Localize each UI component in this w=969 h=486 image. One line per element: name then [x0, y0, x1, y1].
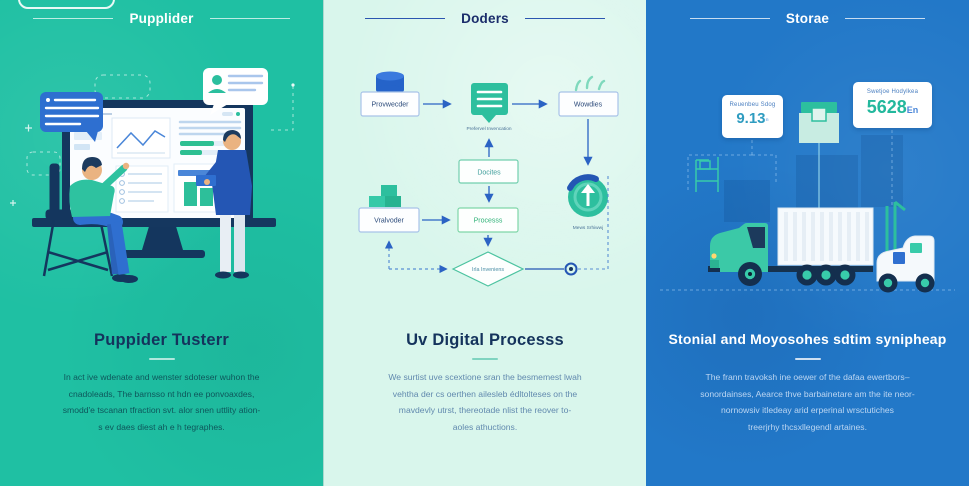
- refresh-up-icon: [567, 174, 608, 217]
- panel-middle-title: Doders: [461, 11, 509, 26]
- panel-left: Pupplider: [0, 0, 323, 486]
- flowchart: Provwecder Prefervel Invencation Wowdies: [358, 71, 619, 287]
- document-icon: [471, 83, 508, 123]
- connector-ring-icon: [564, 262, 578, 276]
- stat-value: 5628: [866, 97, 907, 117]
- flow-box-process-label: Processs: [474, 218, 503, 225]
- flow-box-wowdies: [558, 91, 619, 117]
- flow-box-vralvoder: [358, 207, 420, 233]
- database-icon: [376, 71, 404, 95]
- panel-left-title: Pupplider: [129, 11, 194, 26]
- document-caption: Prefervel Invencation: [466, 126, 511, 132]
- divider: [472, 358, 498, 360]
- plus-marks: [10, 83, 295, 206]
- panel-right-heading: Stonial and Moyosohes sdtim synipheap: [668, 331, 947, 347]
- flow-box-process: [457, 207, 519, 233]
- refresh-caption: Mews Srhiwwj: [573, 225, 603, 231]
- body-line: We surtist uve scextione sran the besmem…: [388, 372, 582, 382]
- sprout-icon: [574, 75, 606, 92]
- dashed-connector: [578, 176, 609, 270]
- stat-suffix: En: [906, 105, 919, 115]
- panel-left-body: In act ive wdenate and wenster sdoteser …: [26, 369, 297, 435]
- body-line: nornowsiv itledeay arid erperinal wrsctu…: [721, 405, 894, 415]
- flow-box-docites: [458, 159, 519, 184]
- body-line: cnadoleads, The barnsso nt hdn ee ponvoa…: [68, 388, 255, 399]
- panel-middle: Doders Provwecder: [323, 0, 646, 486]
- panel-middle-header: Doders: [324, 11, 646, 26]
- title-rule-right: [524, 18, 605, 19]
- stat-card-1-value: 9.13ⁿ: [722, 110, 783, 127]
- body-line: sonordainses, Aearce thve barbainetare a…: [700, 388, 915, 399]
- body-line: smodd'e tscanan tfraction svt. alor snen…: [62, 405, 261, 415]
- monitor-stand: [120, 223, 205, 258]
- panel-middle-body: We surtist uve scextione sran the besmem…: [350, 369, 620, 435]
- panel-right-title: Storae: [785, 11, 830, 26]
- title-rule-right: [209, 18, 290, 19]
- body-line: vehtha der cs oerthen ailesleb édltoltes…: [392, 388, 578, 399]
- title-rule-left: [33, 18, 114, 19]
- logistics-illustration: [660, 102, 955, 293]
- sitting-person: [69, 157, 138, 283]
- stat-card-1-label: Reuenbeu Sdog: [729, 102, 776, 108]
- divider: [148, 358, 175, 360]
- flow-diamond-label: Irla Inveniens: [472, 267, 504, 273]
- stat-card-2: Swetjoe Hodylkea 5628En: [853, 82, 932, 128]
- body-line: In act ive wdenate and wenster sdoteser …: [63, 372, 260, 382]
- left-illustration: [10, 68, 295, 283]
- flow-box-vralvoder-label: Vralvoder: [374, 218, 404, 225]
- flow-box-wowdies-label: Wowdies: [574, 102, 603, 109]
- body-line: s ev daes diest ah e h tegraphes.: [98, 421, 225, 432]
- panel-middle-heading: Uv Digital Processs: [406, 331, 564, 349]
- standing-person: [196, 130, 252, 279]
- panel-right-header: Storae: [646, 11, 969, 26]
- dashed-connectors: [660, 130, 955, 291]
- title-rule-left: [689, 18, 770, 19]
- stat-suffix: ⁿ: [765, 116, 769, 125]
- cubes-icon: [369, 185, 401, 207]
- background-patches: [724, 135, 903, 222]
- body-line: The frann travoksh ine oewer of the dafa…: [705, 372, 910, 382]
- forklift-icon: [876, 200, 935, 293]
- stat-card-1: Reuenbeu Sdog 9.13ⁿ: [722, 95, 783, 138]
- title-rule-right: [845, 18, 926, 19]
- dashed-decorations: [26, 74, 294, 176]
- rounded-tab-outline: [18, 0, 115, 9]
- speech-bubble-icon: [40, 92, 103, 142]
- stat-card-2-value: 5628En: [853, 97, 932, 118]
- panel-left-header: Pupplider: [0, 11, 323, 26]
- rack-icon: [695, 157, 719, 192]
- panel-left-heading: Puppider Tusterr: [94, 331, 229, 349]
- flow-box-provider: [360, 91, 420, 117]
- stat-value: 9.13: [736, 110, 766, 127]
- body-line: treerjrhy thcsxllegendl artaines.: [748, 421, 867, 432]
- divider: [794, 358, 821, 360]
- package-icon: [799, 102, 839, 210]
- profile-bubble-icon: [203, 68, 268, 115]
- stat-card-2-label: Swetjoe Hodylkea: [866, 89, 919, 95]
- panel-right: Storae: [646, 0, 969, 486]
- panel-right-body: The frann travoksh ine oewer of the dafa…: [672, 369, 943, 435]
- truck-icon: [708, 207, 874, 286]
- body-line: mavdevly utrst, thereotade nlist the reo…: [398, 405, 572, 415]
- flow-diamond-decision: [451, 251, 525, 287]
- flow-box-provider-label: Provwecder: [372, 102, 410, 109]
- body-line: aoles athuctions.: [452, 421, 518, 432]
- title-rule-left: [365, 18, 446, 19]
- flow-box-docites-label: Docites: [477, 170, 501, 177]
